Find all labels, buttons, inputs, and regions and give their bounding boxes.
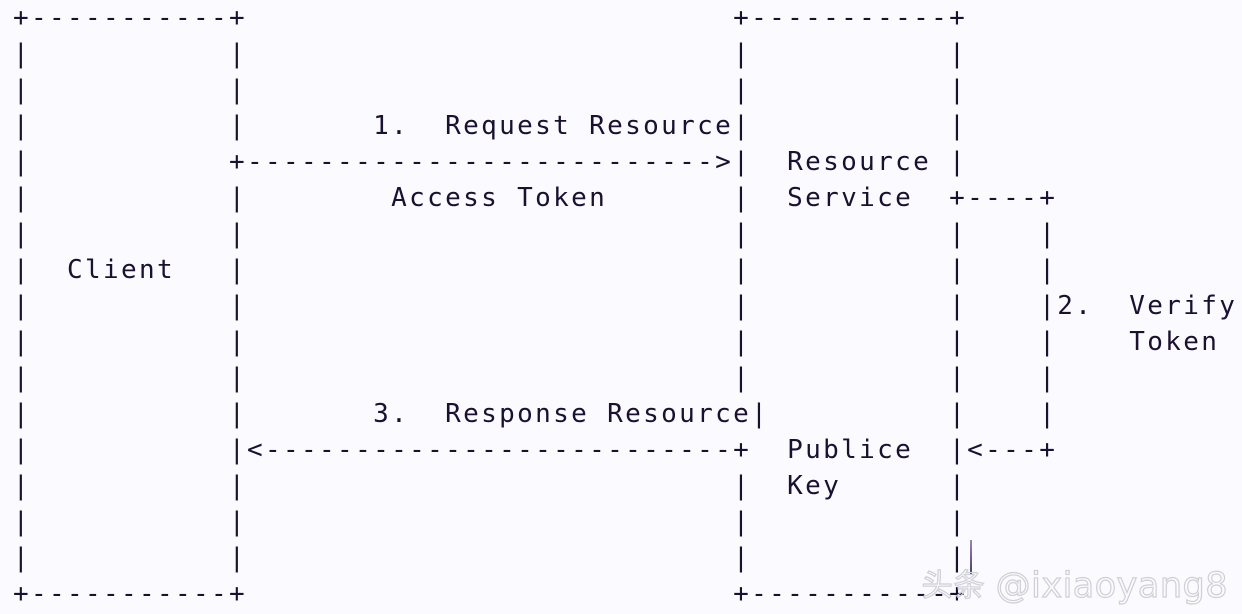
ascii-sequence-diagram: +-----------+ +-----------+ | | | | | | … <box>13 3 1238 609</box>
